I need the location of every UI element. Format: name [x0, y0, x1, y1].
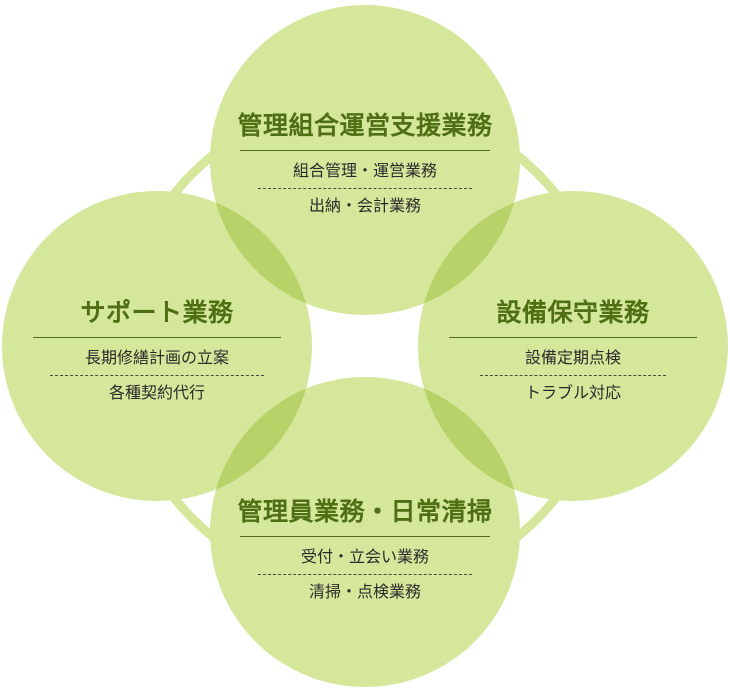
dashed-divider — [258, 574, 472, 575]
dashed-divider — [258, 188, 472, 189]
title-rule — [240, 150, 490, 151]
circle-right — [418, 191, 728, 501]
title-rule — [240, 536, 490, 537]
circle-right-item-2: トラブル対応 — [524, 383, 621, 402]
dashed-divider — [50, 375, 264, 376]
circle-bottom-item-1: 受付・立会い業務 — [300, 547, 429, 566]
circle-left-content: サポート業務 長期修繕計画の立案 各種契約代行 — [27, 293, 287, 404]
circle-right-title: 設備保守業務 — [496, 298, 650, 327]
title-rule — [33, 337, 281, 338]
circle-left-item-1: 長期修繕計画の立案 — [84, 348, 229, 367]
circle-top — [210, 5, 520, 315]
dashed-divider — [480, 375, 666, 376]
circle-right-item-1: 設備定期点検 — [524, 348, 621, 367]
circle-top-item-1: 組合管理・運営業務 — [292, 161, 437, 180]
circle-right-content: 設備保守業務 設備定期点検 トラブル対応 — [443, 293, 703, 404]
circle-left — [2, 191, 312, 501]
circle-top-item-2: 出納・会計業務 — [308, 196, 421, 215]
circle-bottom-content: 管理員業務・日常清掃 受付・立会い業務 清掃・点検業務 — [218, 492, 512, 603]
circle-left-title: サポート業務 — [80, 298, 234, 327]
title-rule — [449, 337, 697, 338]
circle-top-title: 管理組合運営支援業務 — [237, 111, 493, 140]
circle-bottom — [210, 377, 520, 687]
circle-left-item-2: 各種契約代行 — [108, 383, 205, 402]
circle-bottom-title: 管理員業務・日常清掃 — [237, 497, 493, 526]
circle-bottom-item-2: 清掃・点検業務 — [308, 582, 421, 601]
circle-top-content: 管理組合運営支援業務 組合管理・運営業務 出納・会計業務 — [218, 106, 512, 217]
